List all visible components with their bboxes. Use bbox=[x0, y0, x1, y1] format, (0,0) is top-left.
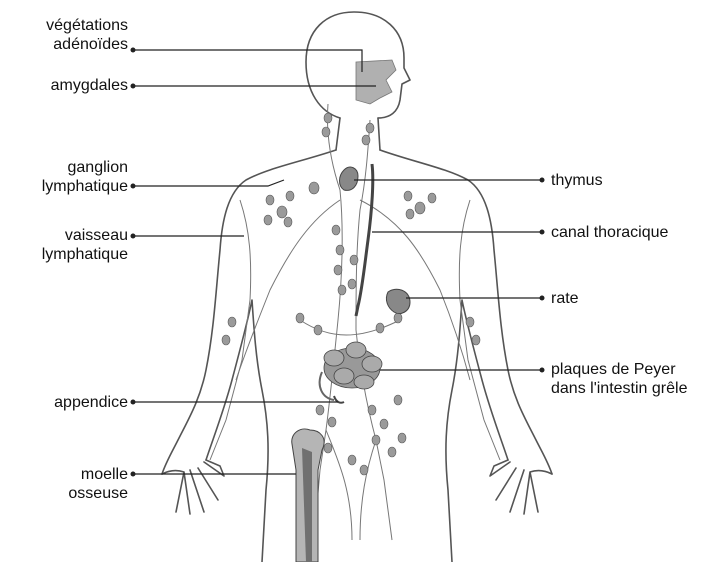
label-ganglion-line1: ganglion bbox=[42, 158, 128, 177]
thymus-organ bbox=[340, 167, 359, 190]
label-vaisseau-line1: vaisseau bbox=[42, 226, 128, 245]
label-peyer-line1: plaques de Peyer bbox=[551, 360, 687, 379]
label-appendice-text: appendice bbox=[54, 393, 128, 412]
label-vegetations-adenoides: végétations adénoïdes bbox=[46, 16, 128, 54]
label-appendice: appendice bbox=[54, 393, 128, 412]
label-vaisseau-line2: lymphatique bbox=[42, 245, 128, 264]
label-peyer-line2: dans l'intestin grêle bbox=[551, 379, 687, 398]
label-moelle-line1: moelle bbox=[68, 465, 128, 484]
label-ganglion-lymphatique: ganglion lymphatique bbox=[42, 158, 128, 196]
label-canal-text: canal thoracique bbox=[551, 223, 668, 242]
label-vegetations-line2: adénoïdes bbox=[46, 35, 128, 54]
label-vaisseau-lymphatique: vaisseau lymphatique bbox=[42, 226, 128, 264]
label-plaques-de-peyer: plaques de Peyer dans l'intestin grêle bbox=[551, 360, 687, 398]
label-rate: rate bbox=[551, 289, 579, 308]
label-ganglion-line2: lymphatique bbox=[42, 177, 128, 196]
leader-lines bbox=[135, 50, 540, 474]
label-canal-thoracique: canal thoracique bbox=[551, 223, 668, 242]
label-amygdales: amygdales bbox=[51, 76, 128, 95]
label-amygdales-text: amygdales bbox=[51, 76, 128, 95]
label-thymus: thymus bbox=[551, 171, 603, 190]
intestine-organ bbox=[320, 342, 382, 400]
label-thymus-text: thymus bbox=[551, 171, 603, 190]
label-moelle-osseuse: moelle osseuse bbox=[68, 465, 128, 503]
thoracic-duct bbox=[356, 164, 373, 316]
label-vegetations-line1: végétations bbox=[46, 16, 128, 35]
label-moelle-line2: osseuse bbox=[68, 484, 128, 503]
spleen-organ bbox=[386, 289, 410, 313]
label-rate-text: rate bbox=[551, 289, 579, 308]
femur-bone bbox=[292, 429, 324, 562]
